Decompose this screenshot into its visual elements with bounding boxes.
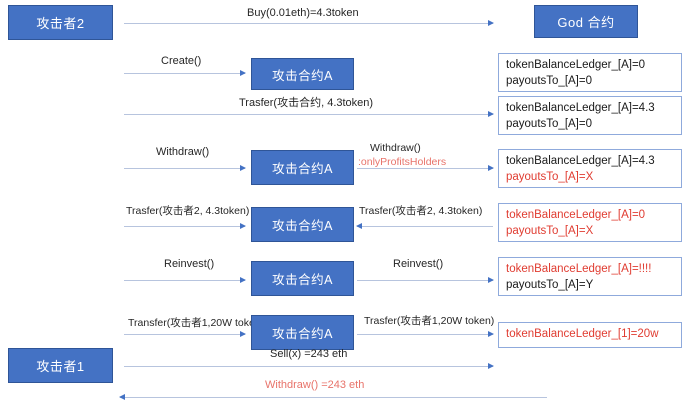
arrow-head-icon [240,165,246,171]
arrow-reinvest-right [357,277,494,283]
arrow-withdraw-left [124,165,246,171]
node-attack-contract-3: 攻击合约A [251,207,354,242]
label-buy: Buy(0.01eth)=4.3token [247,7,359,19]
state-box-2: tokenBalanceLedger_[A]=4.3 payoutsTo_[A]… [498,96,682,135]
label-withdraw-left: Withdraw() [156,146,210,158]
label-trasfer-contract: Trasfer(攻击合约, 4.3token) [239,97,374,109]
label-sell: Sell(x) =243 eth [270,348,348,360]
label-trasfer-attacker2-left: Trasfer(攻击者2, 4.3token) [126,205,250,217]
state-line: tokenBalanceLedger_[A]=0 [506,59,646,71]
node-attacker1: 攻击者1 [8,348,113,383]
label-transfer-attacker1-left: Transfer(攻击者1,20W token) [128,317,265,329]
arrow-trasfer-attacker2-left [124,223,246,229]
arrow-create [124,70,246,76]
arrow-head-icon [488,20,494,26]
state-box-6: tokenBalanceLedger_[1]=20w [498,322,682,348]
arrow-trasfer-attacker2-right [356,223,493,229]
state-box-3: tokenBalanceLedger_[A]=4.3 payoutsTo_[A]… [498,149,682,188]
state-line: tokenBalanceLedger_[1]=20w [506,328,659,340]
arrow-head-icon [488,331,494,337]
state-line: tokenBalanceLedger_[A]=!!!! [506,263,652,275]
arrow-head-icon [488,277,494,283]
arrow-head-icon [240,70,246,76]
label-trasfer-attacker2-right: Trasfer(攻击者2, 4.3token) [359,205,483,217]
state-line: payoutsTo_[A]=X [506,171,594,183]
label-trasfer-attacker1-right: Trasfer(攻击者1,20W token) [364,315,495,327]
arrow-head-icon [488,363,494,369]
arrow-head-icon [240,223,246,229]
arrow-withdraw-right [357,165,494,171]
node-god-contract: God 合约 [534,5,638,38]
state-line: payoutsTo_[A]=Y [506,279,594,291]
label-create: Create() [161,55,202,67]
node-attack-contract-5: 攻击合约A [251,315,354,350]
state-line: payoutsTo_[A]=0 [506,75,592,87]
state-line: tokenBalanceLedger_[A]=4.3 [506,102,655,114]
arrow-trasfer-contract [124,111,494,117]
arrow-withdraw-final [119,394,547,400]
arrow-head-icon [356,223,362,229]
arrow-transfer-attacker1-left [124,331,246,337]
state-box-4: tokenBalanceLedger_[A]=0 payoutsTo_[A]=X [498,203,682,242]
state-line: tokenBalanceLedger_[A]=0 [506,209,646,221]
state-box-1: tokenBalanceLedger_[A]=0 payoutsTo_[A]=0 [498,53,682,92]
arrow-head-icon [488,111,494,117]
arrow-head-icon [240,277,246,283]
arrow-buy [124,20,494,26]
node-attack-contract-1: 攻击合约A [251,58,354,90]
label-reinvest-right: Reinvest() [393,258,444,270]
node-attacker2: 攻击者2 [8,5,113,40]
arrow-head-icon [240,331,246,337]
state-line: payoutsTo_[A]=X [506,225,594,237]
node-attack-contract-2: 攻击合约A [251,150,354,185]
label-reinvest-left: Reinvest() [164,258,215,270]
arrow-sell [124,363,494,369]
arrow-reinvest-left [124,277,246,283]
node-attack-contract-4: 攻击合约A [251,261,354,296]
arrow-head-icon [119,394,125,400]
label-withdraw-right: Withdraw() [370,142,421,154]
state-line: tokenBalanceLedger_[A]=4.3 [506,155,655,167]
label-withdraw-final: Withdraw() =243 eth [265,379,365,391]
arrow-head-icon [488,165,494,171]
state-line: payoutsTo_[A]=0 [506,118,592,130]
state-box-5: tokenBalanceLedger_[A]=!!!! payoutsTo_[A… [498,257,682,296]
arrow-trasfer-attacker1-right [357,331,494,337]
label-only-profits-holders: :onlyProfitsHolders [358,156,447,168]
